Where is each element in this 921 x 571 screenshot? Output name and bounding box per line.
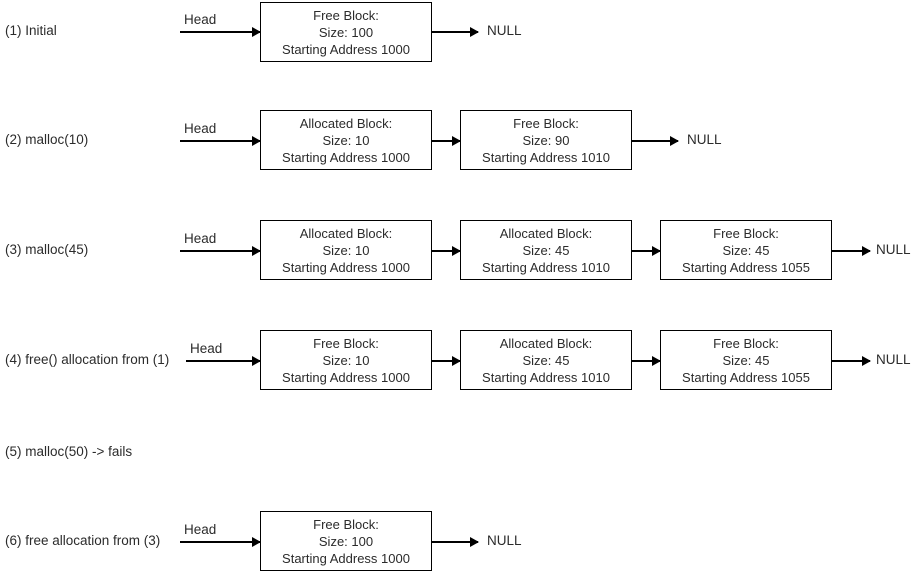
block-title: Free Block: — [513, 115, 579, 131]
null-arrow-6 — [432, 541, 478, 543]
block-title: Free Block: — [313, 335, 379, 351]
block-size: Size: 100 — [318, 24, 374, 40]
block-size: Size: 45 — [722, 352, 770, 368]
memory-block[interactable]: Allocated Block: Size: 45 Starting Addre… — [460, 220, 632, 280]
memory-block[interactable]: Free Block: Size: 100 Starting Address 1… — [260, 511, 432, 571]
null-label-6: NULL — [487, 533, 522, 548]
head-arrow-4 — [186, 360, 260, 362]
link-arrow — [432, 250, 460, 252]
null-arrow-1 — [432, 31, 478, 33]
block-title: Allocated Block: — [299, 225, 393, 241]
block-title: Allocated Block: — [499, 335, 593, 351]
link-arrow — [432, 140, 460, 142]
head-arrow-2 — [180, 140, 260, 142]
block-address: Starting Address 1010 — [482, 369, 610, 385]
null-label-2: NULL — [687, 132, 722, 147]
block-address: Starting Address 1055 — [682, 259, 810, 275]
block-size: Size: 45 — [722, 242, 770, 258]
memory-block[interactable]: Allocated Block: Size: 45 Starting Addre… — [460, 330, 632, 390]
block-title: Free Block: — [313, 7, 379, 23]
head-label-6: Head — [184, 522, 217, 537]
null-arrow-2 — [632, 140, 678, 142]
block-address: Starting Address 1010 — [482, 259, 610, 275]
block-size: Size: 10 — [322, 352, 370, 368]
block-address: Starting Address 1000 — [282, 550, 410, 566]
head-label-2: Head — [184, 121, 217, 136]
block-size: Size: 10 — [322, 242, 370, 258]
null-label-4: NULL — [876, 352, 911, 367]
block-address: Starting Address 1000 — [282, 149, 410, 165]
step-label-4: (4) free() allocation from (1) — [5, 352, 170, 367]
link-arrow — [432, 360, 460, 362]
memory-block[interactable]: Free Block: Size: 45 Starting Address 10… — [660, 330, 832, 390]
memory-block[interactable]: Allocated Block: Size: 10 Starting Addre… — [260, 220, 432, 280]
null-label-3: NULL — [876, 242, 911, 257]
block-title: Allocated Block: — [299, 115, 393, 131]
head-label-4: Head — [190, 341, 223, 356]
step-label-1: (1) Initial — [5, 23, 57, 38]
block-size: Size: 45 — [522, 242, 570, 258]
block-size: Size: 45 — [522, 352, 570, 368]
step-label-3: (3) malloc(45) — [5, 242, 89, 257]
link-arrow — [632, 360, 660, 362]
step-label-6: (6) free allocation from (3) — [5, 533, 161, 548]
memory-block[interactable]: Free Block: Size: 100 Starting Address 1… — [260, 2, 432, 62]
head-arrow-3 — [180, 250, 260, 252]
null-label-1: NULL — [487, 23, 522, 38]
block-address: Starting Address 1000 — [282, 259, 410, 275]
block-size: Size: 90 — [522, 132, 570, 148]
null-arrow-3 — [832, 250, 870, 252]
memory-block[interactable]: Free Block: Size: 10 Starting Address 10… — [260, 330, 432, 390]
block-title: Free Block: — [713, 335, 779, 351]
head-arrow-1 — [180, 31, 260, 33]
memory-block[interactable]: Free Block: Size: 90 Starting Address 10… — [460, 110, 632, 170]
head-label-3: Head — [184, 231, 217, 246]
block-address: Starting Address 1010 — [482, 149, 610, 165]
block-address: Starting Address 1000 — [282, 369, 410, 385]
head-label-1: Head — [184, 12, 217, 27]
step-label-5: (5) malloc(50) -> fails — [5, 444, 133, 459]
memory-block[interactable]: Allocated Block: Size: 10 Starting Addre… — [260, 110, 432, 170]
memory-block[interactable]: Free Block: Size: 45 Starting Address 10… — [660, 220, 832, 280]
block-address: Starting Address 1000 — [282, 41, 410, 57]
block-title: Free Block: — [713, 225, 779, 241]
block-title: Free Block: — [313, 516, 379, 532]
null-arrow-4 — [832, 360, 870, 362]
head-arrow-6 — [180, 541, 260, 543]
block-size: Size: 100 — [318, 533, 374, 549]
block-address: Starting Address 1055 — [682, 369, 810, 385]
step-label-2: (2) malloc(10) — [5, 132, 89, 147]
block-size: Size: 10 — [322, 132, 370, 148]
link-arrow — [632, 250, 660, 252]
block-title: Allocated Block: — [499, 225, 593, 241]
